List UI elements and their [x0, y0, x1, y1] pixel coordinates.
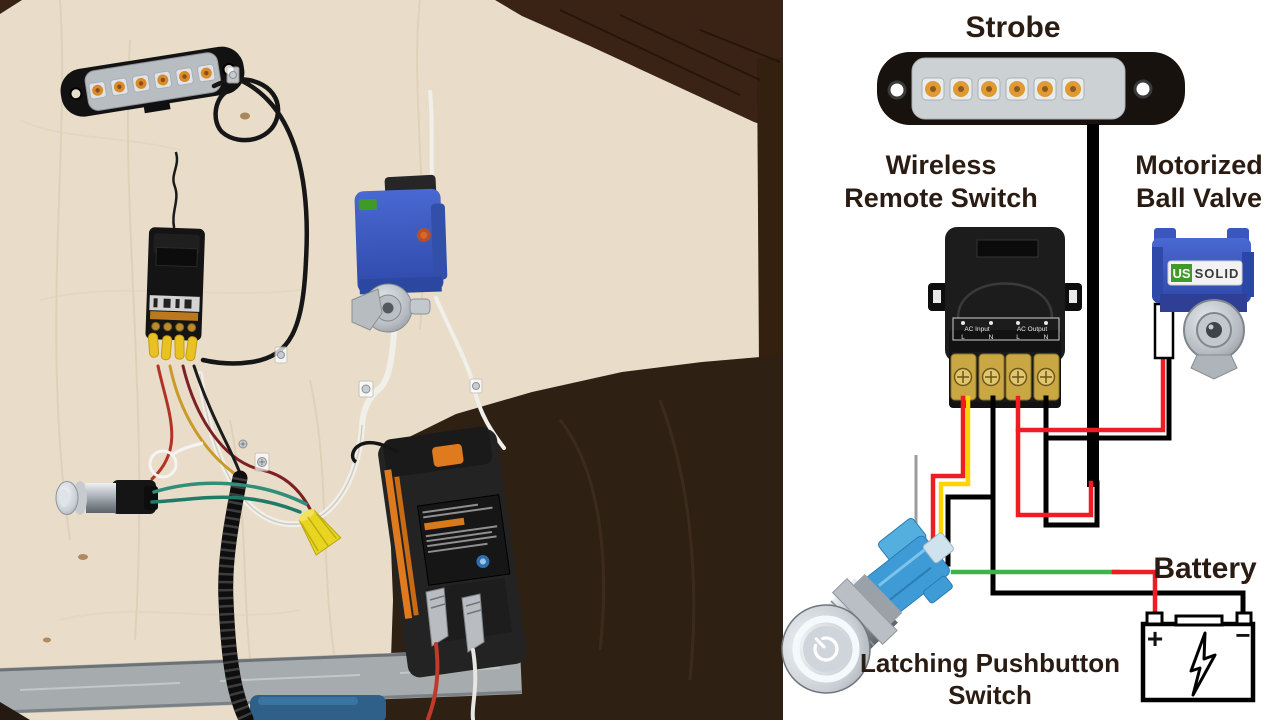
ac-output-label: AC Output [1017, 326, 1048, 333]
photo-panel [0, 0, 783, 720]
photo-wire-nut [298, 509, 342, 556]
terminal-n-input: N [989, 334, 994, 341]
diagram-pushbutton [781, 517, 954, 694]
photo-white-wire-top [428, 90, 434, 180]
us-solid-logo-box [1171, 264, 1192, 282]
photo-black-hook-wire [350, 440, 399, 464]
photo-corrugated-tube [218, 470, 254, 720]
pushbutton-label-line1: Latching Pushbutton [860, 648, 1120, 678]
strobe-label: Strobe [965, 11, 1061, 44]
remote-switch-label-line2: Remote Switch [844, 182, 1038, 213]
diagram-battery: + − [1140, 611, 1256, 703]
photo-receiver-wires [150, 364, 312, 511]
photo-strobe-leds [88, 63, 216, 100]
photo-antenna [172, 151, 179, 229]
pushbutton-body [781, 574, 903, 694]
lightning-bolt-icon [1189, 631, 1217, 697]
battery-negative-post [1235, 611, 1253, 626]
battery-minus-sign: − [1235, 620, 1250, 650]
wire-red-valve [1015, 353, 1166, 433]
wood-knot [78, 554, 88, 560]
wire-black-valve [1043, 353, 1172, 441]
pushbutton-led-ring [792, 615, 860, 683]
wire-red-t1-pushbutton [930, 395, 966, 554]
terminal-block [950, 352, 1060, 402]
inline-fuse [1153, 302, 1175, 360]
terminal-l-output: L [1016, 334, 1020, 341]
remote-switch-label: Wireless Remote Switch [844, 149, 1038, 215]
pushbutton-label: Latching Pushbutton Switch [860, 648, 1120, 711]
diagram-panel: US SOLID + − [781, 0, 1280, 720]
ac-input-label: AC Input [964, 326, 989, 333]
ball-valve-label-line1: Motorized [1135, 150, 1263, 180]
power-icon [813, 636, 839, 662]
battery-plus-sign: + [1147, 623, 1163, 654]
terminal-n-output: N [1044, 334, 1049, 341]
wood-knot [43, 637, 51, 643]
dark-table-top [495, 0, 783, 132]
diagram-remote-switch [928, 227, 1082, 408]
battery-positive-post [1145, 611, 1164, 626]
photo-receiver [145, 151, 205, 362]
remote-switch-label-line1: Wireless [885, 150, 997, 180]
photo-alligator-clips [425, 587, 485, 720]
photo-green-wire [150, 495, 302, 514]
valve-brand-us: US [1172, 266, 1190, 281]
ball-valve-label-line2: Ball Valve [1135, 182, 1263, 213]
photo-strobe-cable [200, 77, 310, 366]
photo-valve [351, 174, 448, 333]
dark-table-edge [757, 58, 783, 372]
photo-battery-pack [378, 426, 527, 678]
terminal-l-input: L [961, 334, 965, 341]
photo-yellow-ferrules [147, 332, 198, 362]
diagram-wires [930, 353, 1246, 620]
wire-red-battery [1111, 569, 1158, 619]
wire-black-t4-strobe [1043, 395, 1100, 528]
valve-brand-solid: SOLID [1195, 266, 1240, 281]
pushbutton-label-line2: Switch [948, 679, 1032, 710]
photo-green-wire [152, 481, 308, 506]
wood-knot [240, 112, 250, 120]
wire-yellow-t1-pushbutton [938, 395, 971, 557]
ball-valve-label: Motorized Ball Valve [1135, 149, 1263, 215]
photo-battery-warning-strip [424, 517, 465, 531]
photo-cable-clamps [226, 66, 483, 472]
photo-pushbutton [55, 480, 158, 515]
diagram-strobe [877, 52, 1185, 125]
photo-white-coil [148, 441, 204, 479]
terminal-strip-text: AC Input AC Output L N L N [961, 326, 1048, 341]
battery-label: Battery [1153, 552, 1257, 585]
diagram-ball-valve: US SOLID [1152, 228, 1254, 380]
wire-red-t3-strobe [1015, 395, 1094, 518]
diagram-strobe-leds [921, 77, 1085, 101]
